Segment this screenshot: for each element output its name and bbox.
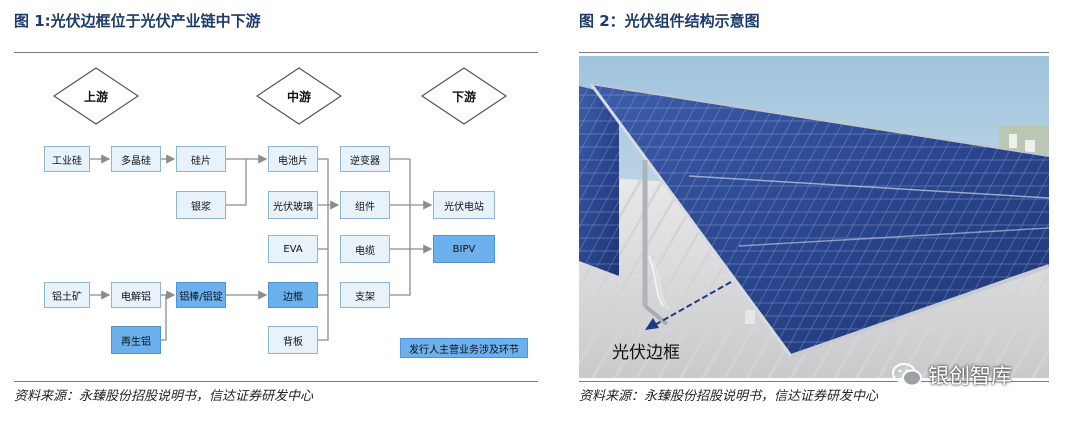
node-bipv: BIPV: [433, 235, 495, 263]
node-backsheet: 背板: [268, 326, 318, 354]
node-wafer: 硅片: [176, 146, 226, 172]
node-module: 组件: [340, 191, 390, 219]
node-bauxite: 铝土矿: [44, 282, 90, 308]
node-recycled-aluminium: 再生铝: [111, 326, 161, 354]
figure2-top-rule: [579, 52, 1049, 53]
node-solar-cell: 电池片: [268, 146, 318, 172]
figure1-bottom-rule: [14, 381, 538, 382]
watermark-text: 银创智库: [928, 364, 1012, 388]
edge-silverpaste-cell: [226, 159, 247, 206]
stage-midstream-label: 中游: [286, 89, 311, 104]
edge-bracket-bus: [390, 159, 411, 296]
edge-cell-module: [318, 158, 329, 205]
diagram-edges: [52, 67, 508, 341]
stage-downstream-label: 下游: [451, 89, 476, 104]
frame-caption: 光伏边框: [612, 343, 680, 363]
pv-module-photo: [579, 56, 1049, 378]
node-bracket: 支架: [340, 282, 390, 308]
node-silver-paste: 银浆: [176, 191, 226, 219]
figure1-source: 资料来源：永臻股份招股说明书，信达证券研发中心: [14, 389, 314, 404]
node-cable: 电缆: [340, 235, 390, 263]
figure2-source: 资料来源：永臻股份招股说明书，信达证券研发中心: [579, 389, 879, 404]
wechat-icon: [892, 363, 922, 387]
stage-upstream-label: 上游: [83, 89, 108, 104]
legend-main-business: 发行人主营业务涉及环节: [400, 338, 528, 358]
watermark: 银创智库: [892, 360, 1012, 390]
node-eva: EVA: [268, 235, 318, 263]
edge-recycled-rod: [161, 295, 167, 341]
node-pv-power-station: 光伏电站: [433, 191, 495, 219]
node-pv-glass: 光伏玻璃: [268, 191, 318, 219]
diamond-upstream: [52, 67, 140, 125]
node-frame: 边框: [268, 282, 318, 308]
figure2-bottom-rule: [579, 381, 1049, 382]
node-inverter: 逆变器: [340, 146, 390, 172]
node-polysilicon: 多晶硅: [111, 146, 161, 172]
figure2-title: 图 2：光伏组件结构示意图: [579, 12, 760, 30]
pv-module-illustration: [579, 56, 1049, 378]
figure1-title: 图 1:光伏边框位于光伏产业链中下游: [14, 12, 261, 30]
node-electrolytic-aluminium: 电解铝: [111, 282, 161, 308]
industry-chain-diagram: 上游 中游 下游 工业硅 铝土矿 多晶硅 电解铝 再生铝 硅片 银浆 铝棒/铝锭…: [14, 58, 538, 376]
node-industrial-silicon: 工业硅: [44, 146, 90, 172]
edge-frame-module: [318, 205, 329, 296]
edge-backsheet-module: [318, 295, 329, 341]
diamond-downstream: [420, 67, 508, 125]
diamond-midstream: [255, 67, 343, 125]
figure1-top-rule: [14, 52, 538, 53]
node-aluminium-rod: 铝棒/铝锭: [176, 282, 226, 308]
